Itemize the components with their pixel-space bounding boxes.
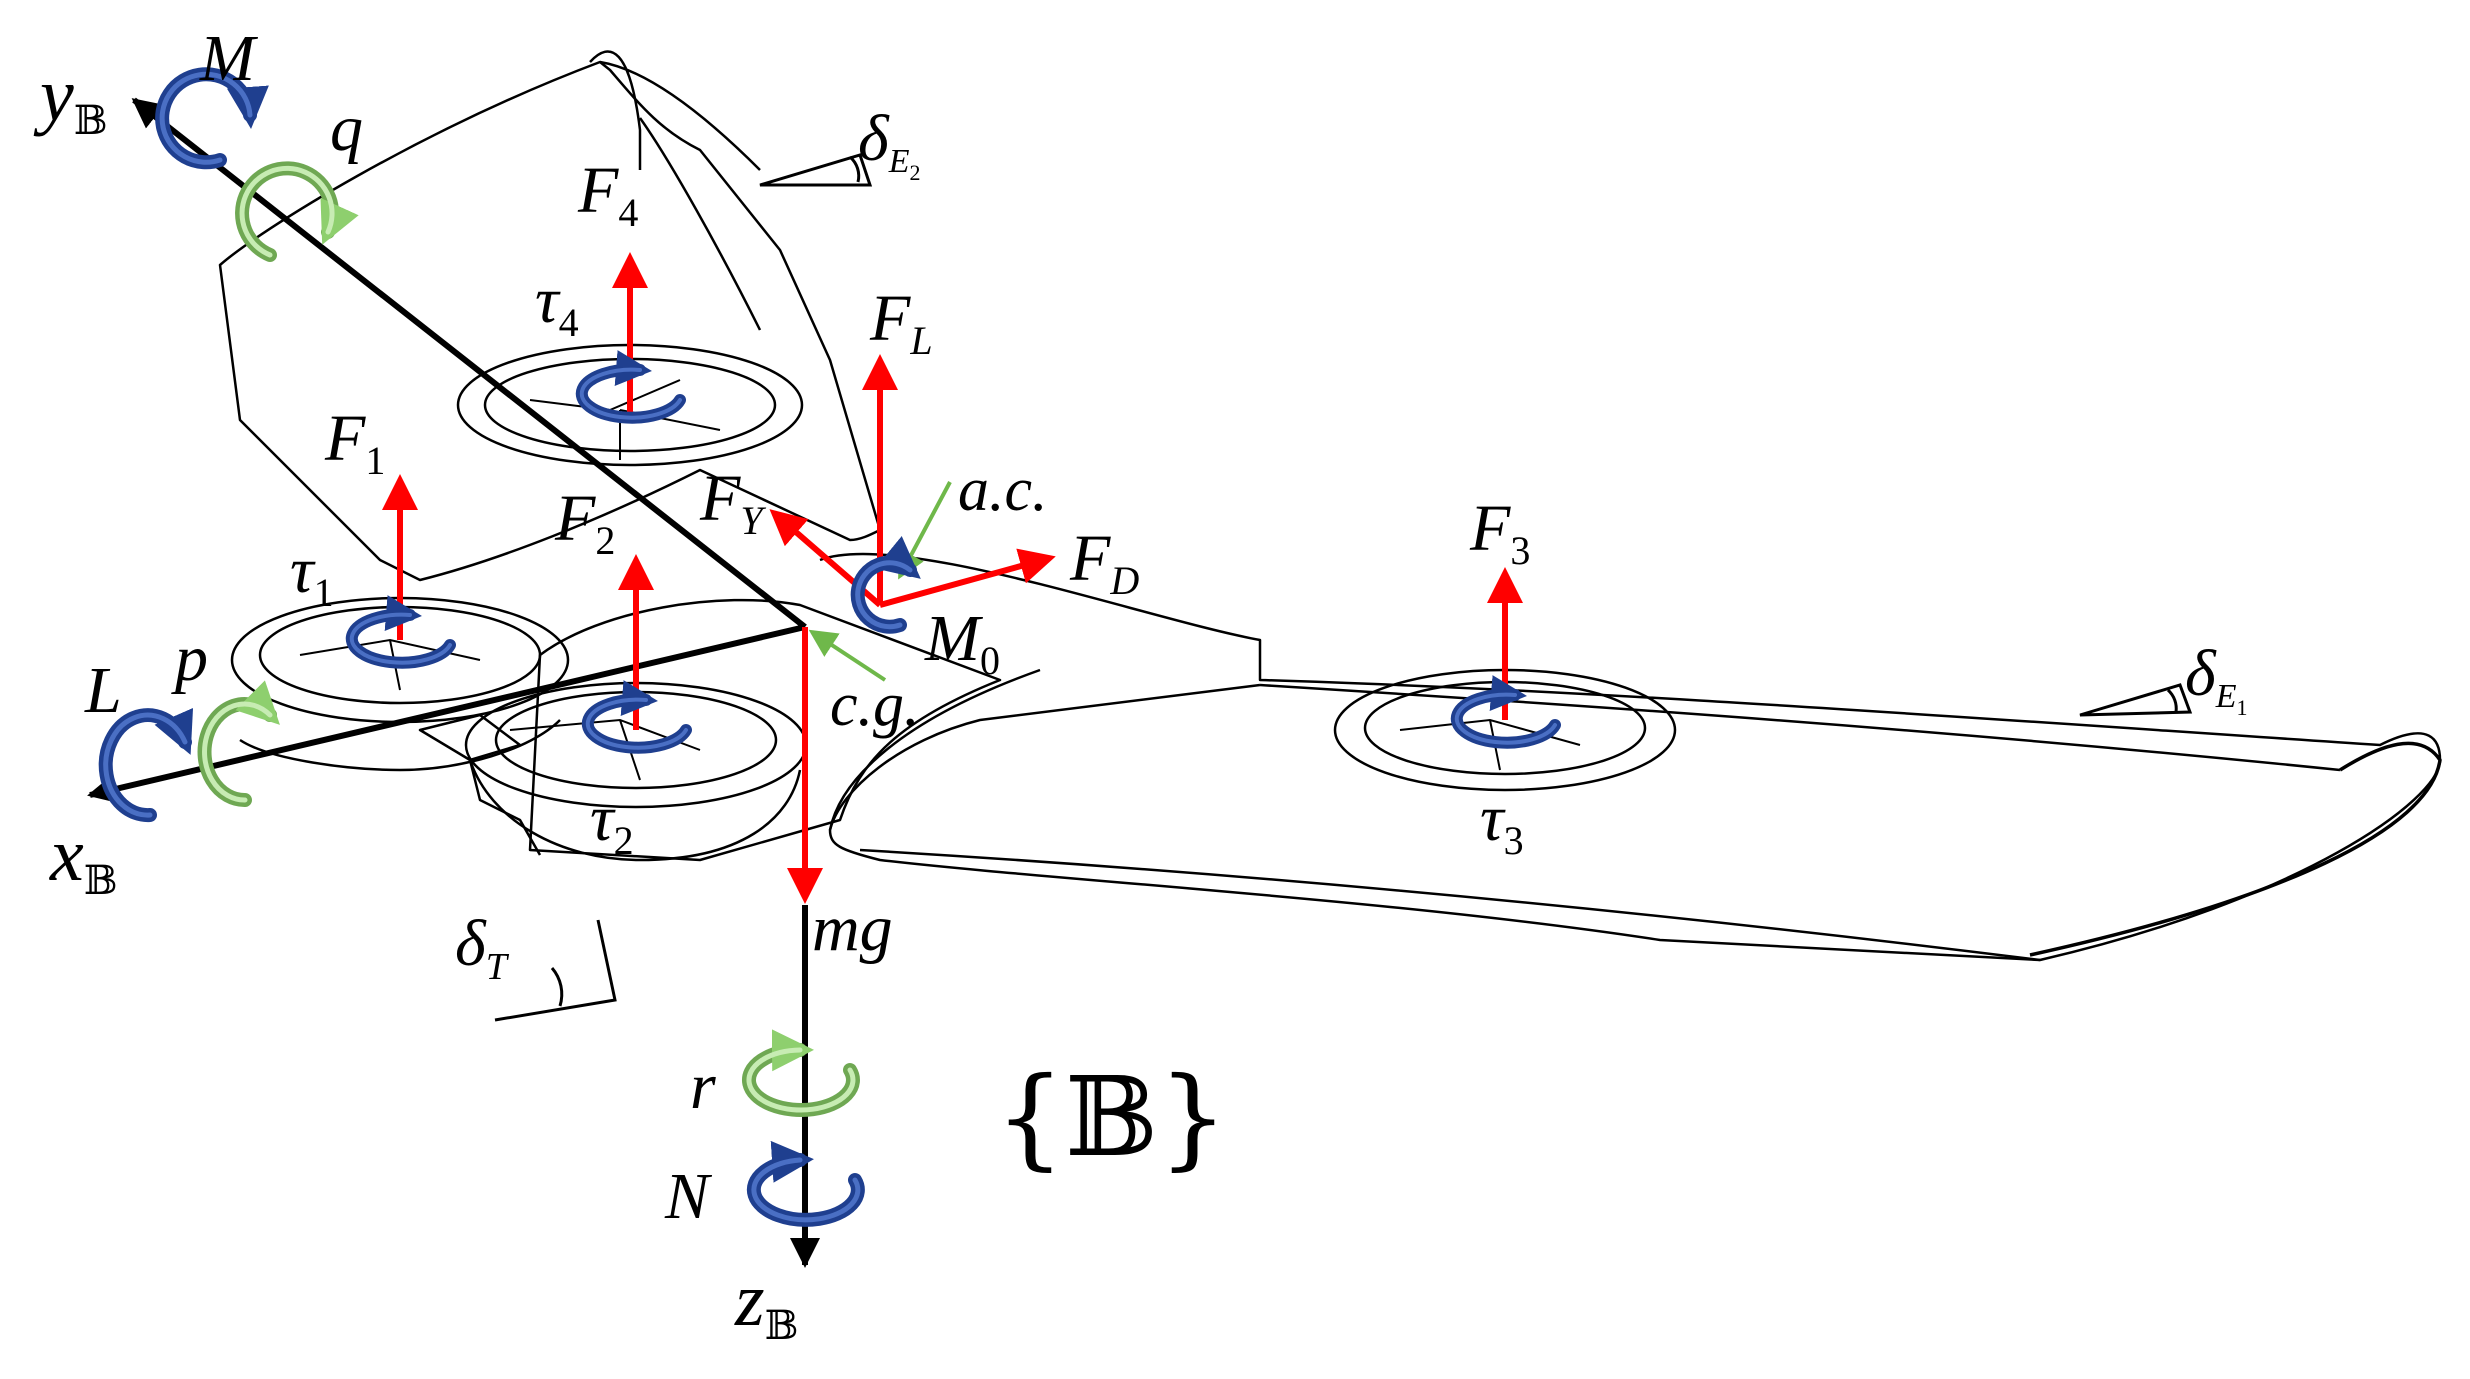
elevon-1-angle-label: δE1 bbox=[2185, 637, 2247, 720]
ac-label: a.c. bbox=[958, 456, 1048, 524]
roll-moment-loop bbox=[98, 707, 193, 823]
lift-label: FL bbox=[869, 282, 933, 363]
torque-t4-loop bbox=[575, 350, 686, 424]
torque-t4-label: τ4 bbox=[535, 264, 579, 345]
thrust-f2-label: F2 bbox=[554, 482, 615, 563]
torque-t2-loop bbox=[581, 680, 692, 754]
y-axis-arrow bbox=[131, 97, 807, 630]
left-wing bbox=[218, 60, 882, 582]
yaw-moment-label: N bbox=[664, 1160, 713, 1233]
motor-pod-lower bbox=[468, 759, 542, 856]
body-frame-symbol: {𝔹} bbox=[995, 1053, 1228, 1181]
right-winglet bbox=[2029, 741, 2442, 957]
tilt-angle-mark bbox=[494, 919, 617, 1022]
left-winglet bbox=[589, 50, 642, 170]
yaw-moment-loop bbox=[746, 1140, 865, 1227]
cg-label: c.g. bbox=[830, 671, 920, 739]
yaw-rate-label: r bbox=[690, 1050, 716, 1123]
z-axis-label: z𝔹 bbox=[734, 1258, 798, 1349]
roll-rate-label: p bbox=[171, 622, 208, 695]
torque-t1-loop bbox=[345, 595, 456, 669]
thrust-f3-label: F3 bbox=[1469, 492, 1530, 573]
left-wing-edge bbox=[638, 117, 762, 331]
roll-rate-loop bbox=[197, 680, 280, 808]
torque-t3-label: τ3 bbox=[1480, 782, 1524, 863]
aero-moment-loop bbox=[850, 536, 921, 634]
moment-loops bbox=[98, 67, 1561, 1227]
drag-arrow bbox=[879, 548, 1056, 608]
pitch-moment-label: M bbox=[199, 22, 259, 95]
aircraft-outline bbox=[218, 50, 2442, 962]
pitch-rate-label: q bbox=[330, 92, 363, 165]
pitch-rate-loop bbox=[235, 161, 359, 262]
y-axis-label: y𝔹 bbox=[33, 53, 108, 144]
x-axis-label: x𝔹 bbox=[49, 813, 118, 904]
side-force-label: FY bbox=[699, 462, 766, 543]
cg-pointer bbox=[808, 629, 887, 682]
pitch-moment-loop bbox=[155, 67, 269, 170]
right-wing bbox=[819, 552, 2442, 962]
left-wing-top bbox=[599, 60, 761, 171]
torque-t1-label: τ1 bbox=[290, 534, 334, 615]
yaw-rate-loop bbox=[742, 1029, 860, 1117]
thrust-f4-label: F4 bbox=[577, 154, 638, 235]
drag-label: FD bbox=[1069, 522, 1139, 603]
roll-moment-label: L bbox=[84, 654, 122, 727]
thrust-f1-label: F1 bbox=[324, 402, 385, 483]
right-wing-root bbox=[828, 683, 1261, 831]
elevon-2-angle-label: δE2 bbox=[858, 102, 920, 185]
elevon-1-angle-mark bbox=[2079, 683, 2193, 717]
right-wing-lower bbox=[859, 848, 2041, 962]
labels: y𝔹 x𝔹 z𝔹 M q L p r N M0 F4 F1 F2 F3 FL F… bbox=[33, 22, 2247, 1349]
torque-t2-label: τ2 bbox=[590, 782, 634, 863]
fuselage bbox=[528, 598, 1002, 862]
aero-moment-label: M0 bbox=[924, 602, 1000, 683]
weight-label: mg bbox=[812, 892, 893, 965]
torque-t3-loop bbox=[1450, 675, 1561, 749]
tilt-angle-label: δT bbox=[455, 907, 510, 988]
elevon-2-angle-mark bbox=[759, 153, 873, 187]
